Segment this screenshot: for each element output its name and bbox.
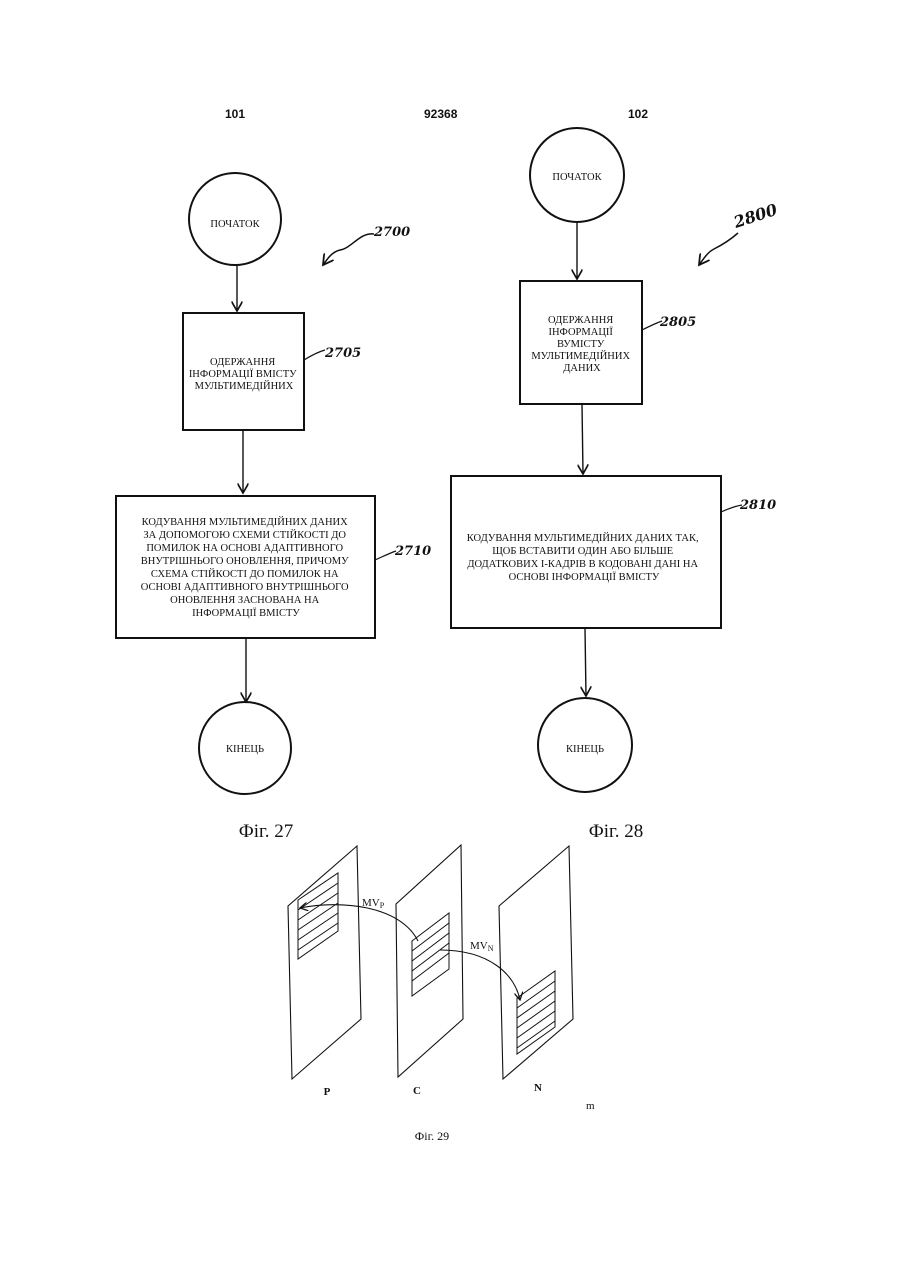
fig27-box1-line: МУЛЬТИМЕДІЙНИХ xyxy=(195,380,294,392)
fig27-ref-2710: 2710 xyxy=(394,544,431,559)
fig27-ref-2705: 2705 xyxy=(324,346,361,361)
fig28-ref-arrow-2800 xyxy=(699,233,738,265)
fig29-motion-vector-diagram: MVP MVN P C N m Фіг. 29 xyxy=(288,845,595,1143)
fig27-box1-line: ІНФОРМАЦІЇ ВМІСТУ xyxy=(189,368,297,380)
fig28-arrow-3 xyxy=(585,628,586,696)
fig28-start-label: ПОЧАТОК xyxy=(552,172,602,183)
fig27-ref-leader-2705 xyxy=(304,350,325,360)
mv-n-arrow xyxy=(440,950,520,1000)
fig28-arrow-2 xyxy=(582,404,583,474)
fig27-ref-leader-2710 xyxy=(375,551,396,560)
fig27-flowchart: ПОЧАТОК 2700 ОДЕРЖАННЯ ІНФОРМАЦІЇ ВМІСТУ… xyxy=(116,173,431,842)
fig27-box2-line: ОСНОВІ АДАПТИВНОГО ВНУТРІШНЬОГО xyxy=(141,582,349,593)
frame-c-block xyxy=(412,913,449,996)
fig28-box2-line: ДОДАТКОВИХ І-КАДРІВ В КОДОВАНІ ДАНІ НА xyxy=(467,559,698,570)
fig27-caption: Фіг. 27 xyxy=(239,821,293,842)
fig28-box2-text: КОДУВАННЯ МУЛЬТИМЕДІЙНИХ ДАНИХ ТАК, ЩОБ … xyxy=(467,532,701,583)
fig29-caption: Фіг. 29 xyxy=(415,1129,449,1143)
frame-c-label: C xyxy=(413,1085,421,1097)
frame-n-hatch xyxy=(517,981,555,1048)
fig27-start-label: ПОЧАТОК xyxy=(210,219,260,230)
fig27-box1-line: ОДЕРЖАННЯ xyxy=(210,357,275,368)
frame-c-hatch xyxy=(412,923,449,981)
fig27-ref-2700: 2700 xyxy=(373,225,410,240)
frame-n-block xyxy=(517,971,555,1054)
fig27-box2-line: ОНОВЛЕННЯ ЗАСНОВАНА НА xyxy=(170,595,319,606)
fig28-end-label: КІНЕЦЬ xyxy=(566,744,604,755)
fig28-caption: Фіг. 28 xyxy=(589,821,643,842)
fig27-box1-text: ОДЕРЖАННЯ ІНФОРМАЦІЇ ВМІСТУ МУЛЬТИМЕДІЙН… xyxy=(189,357,299,392)
frame-p-hatch xyxy=(298,883,338,950)
mv-p-label: MVP xyxy=(362,897,385,910)
frame-p-label: P xyxy=(324,1086,331,1098)
mv-n-label: MVN xyxy=(470,940,494,953)
fig28-ref-2800: 2800 xyxy=(730,200,779,232)
fig27-box2-line: ВНУТРІШНЬОГО ОНОВЛЕННЯ, ПРИЧОМУ xyxy=(141,556,349,567)
fig28-ref-2805: 2805 xyxy=(659,315,696,330)
fig28-box2-line: ЩОБ ВСТАВИТИ ОДИН АБО БІЛЬШЕ xyxy=(492,546,673,557)
fig28-box2-line: ОСНОВІ ІНФОРМАЦІЇ ВМІСТУ xyxy=(509,571,660,583)
fig27-box2-line: ПОМИЛОК НА ОСНОВІ АДАПТИВНОГО xyxy=(146,543,343,554)
fig27-box2-line: СХЕМА СТІЙКОСТІ ДО ПОМИЛОК НА xyxy=(151,568,339,580)
fig28-box1-line: ВУМІСТУ xyxy=(557,339,605,350)
stray-mark: m xyxy=(586,1100,595,1112)
frame-c xyxy=(396,845,463,1077)
fig28-ref-2810: 2810 xyxy=(739,498,776,513)
fig27-ref-arrow-2700 xyxy=(323,234,374,265)
fig27-end-label: КІНЕЦЬ xyxy=(226,744,264,755)
fig28-box1-line: ДАНИХ xyxy=(563,363,601,374)
fig27-box2-text: КОДУВАННЯ МУЛЬТИМЕДІЙНИХ ДАНИХ ЗА ДОПОМО… xyxy=(141,516,351,619)
fig28-box2-line: КОДУВАННЯ МУЛЬТИМЕДІЙНИХ ДАНИХ ТАК, xyxy=(467,532,699,544)
frame-p xyxy=(288,846,361,1079)
frame-n-label: N xyxy=(534,1082,542,1094)
fig28-ref-leader-2810 xyxy=(721,505,742,512)
fig28-flowchart: ПОЧАТОК 2800 ОДЕРЖАННЯ ІНФОРМАЦІЇ ВУМІСТ… xyxy=(451,128,780,842)
fig28-box1-text: ОДЕРЖАННЯ ІНФОРМАЦІЇ ВУМІСТУ МУЛЬТИМЕДІЙ… xyxy=(531,315,632,374)
fig28-box1-line: ІНФОРМАЦІЇ xyxy=(548,326,613,338)
frame-n xyxy=(499,846,573,1079)
fig28-ref-leader-2805 xyxy=(642,321,662,330)
fig28-box1-line: МУЛЬТИМЕДІЙНИХ xyxy=(531,350,630,362)
fig27-box2-line: ІНФОРМАЦІЇ ВМІСТУ xyxy=(192,607,300,619)
fig27-box2-line: КОДУВАННЯ МУЛЬТИМЕДІЙНИХ ДАНИХ xyxy=(142,516,348,528)
fig28-box1-line: ОДЕРЖАННЯ xyxy=(548,315,613,326)
fig27-box2-line: ЗА ДОПОМОГОЮ СХЕМИ СТІЙКОСТІ ДО xyxy=(143,529,346,541)
